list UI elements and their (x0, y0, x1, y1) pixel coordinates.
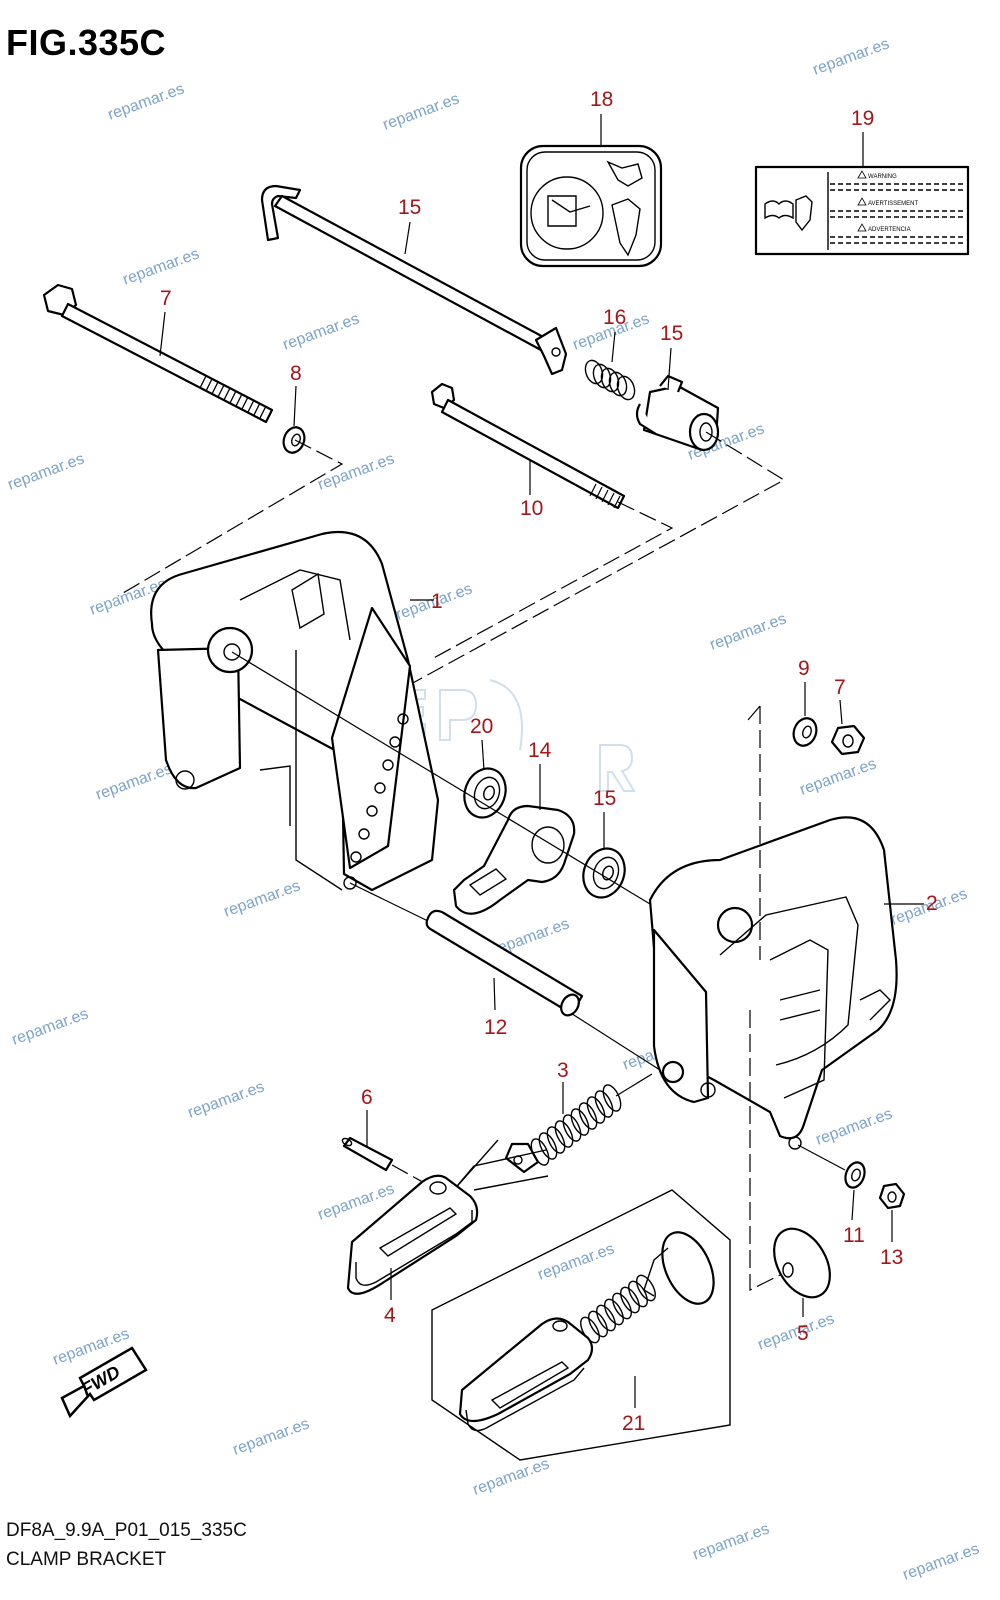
assembly-lines-top (117, 431, 786, 691)
callout-15-lower: 15 (593, 787, 616, 810)
part-16-tilt-rod (260, 184, 568, 376)
callout-11: 11 (843, 1224, 865, 1247)
callout-7: 7 (160, 287, 172, 310)
callout-14: 14 (528, 739, 552, 762)
part-20-warning-label: WARNING AVERTISSEMENT ADVERTENCIA (754, 165, 970, 256)
watermark: repamar.es (708, 610, 789, 653)
fwd-direction-arrow: FWD (60, 1346, 148, 1419)
part-21-assembly-box (431, 1189, 731, 1461)
watermark: repamar.es (231, 1415, 312, 1458)
watermark: repamar.es (536, 1240, 617, 1283)
callout-10: 10 (520, 497, 543, 520)
part-18-spring (584, 359, 636, 401)
part-11-washer (844, 1161, 866, 1189)
callout-8: 7 (834, 676, 846, 699)
callout-9-right: 9 (798, 657, 810, 680)
part-15-bushing-upper (463, 767, 507, 819)
part-17-sleeve (635, 374, 720, 452)
callout-4: 4 (384, 1304, 396, 1327)
assembly-axis-lines (231, 651, 661, 1071)
part-9-washer-right (792, 717, 818, 747)
part-19-sticker (519, 144, 663, 268)
watermark: repamar.es (94, 760, 175, 803)
watermark: repamar.es (222, 877, 303, 920)
part-14-stopper-plate (452, 804, 576, 915)
callout-12: 12 (484, 1016, 507, 1039)
callout-5: 5 (797, 1322, 809, 1345)
watermark: repamar.es (691, 1520, 772, 1563)
diagram-name: CLAMP BRACKET (6, 1549, 167, 1570)
advertencia-text: ADVERTENCIA (868, 227, 911, 233)
callout-19: 18 (590, 88, 613, 111)
callout-17: 15 (660, 322, 683, 345)
watermark: repamar.es (6, 450, 87, 493)
callout-3: 3 (557, 1059, 569, 1082)
callout-20: 19 (851, 107, 874, 130)
watermark: repamar.es (798, 755, 879, 798)
callout-6: 6 (361, 1086, 373, 1109)
part-12-tube (425, 909, 584, 1017)
diagram-code: DF8A_9.9A_P01_015_335C (6, 1520, 247, 1541)
watermark: repamar.es (106, 80, 187, 123)
watermark: repamar.es (10, 1005, 91, 1048)
part-7-long-bolt (42, 283, 274, 424)
watermark: repamar.es (471, 1455, 552, 1498)
part-2-clamp-bracket-right (648, 816, 898, 1150)
watermark: repamar.es (811, 35, 892, 78)
callout-16: 15 (398, 196, 421, 219)
part-6-pin (341, 1136, 431, 1187)
watermark: repamar.es (281, 310, 362, 353)
part-9-washer-upper (282, 426, 306, 454)
part-1-clamp-bracket-left (150, 530, 440, 892)
callout-1: 1 (431, 590, 443, 613)
callout-9-upper: 8 (290, 362, 302, 385)
part-3-spring-pin (451, 1073, 653, 1193)
watermark: repamar.es (186, 1078, 267, 1121)
part-15-bushing-lower (582, 847, 626, 899)
warning-text: WARNING (868, 174, 897, 180)
figure-title: FIG.335C (6, 22, 167, 63)
part-8-nut (830, 724, 866, 756)
part-10-bolt (430, 382, 626, 510)
callout-13: 13 (880, 1246, 903, 1269)
part-5-knob (773, 1227, 831, 1299)
callout-numbers: 18 19 15 7 8 16 15 10 1 20 14 15 9 7 2 1… (160, 88, 938, 1435)
callout-21: 21 (622, 1412, 645, 1435)
watermark: repamar.es (901, 1540, 982, 1583)
callout-2: 2 (926, 892, 938, 915)
part-4-lever (346, 1174, 479, 1295)
watermark: repamar.es (121, 245, 202, 288)
callout-15-upper: 20 (470, 715, 493, 738)
avertissement-text: AVERTISSEMENT (868, 201, 918, 207)
assembly-lines-right (747, 705, 846, 1291)
part-13-nut (878, 1182, 906, 1210)
callout-leaders (159, 114, 924, 1408)
watermark: repamar.es (381, 90, 462, 133)
watermark: repamar.es (814, 1105, 895, 1148)
callout-18: 16 (603, 306, 626, 329)
